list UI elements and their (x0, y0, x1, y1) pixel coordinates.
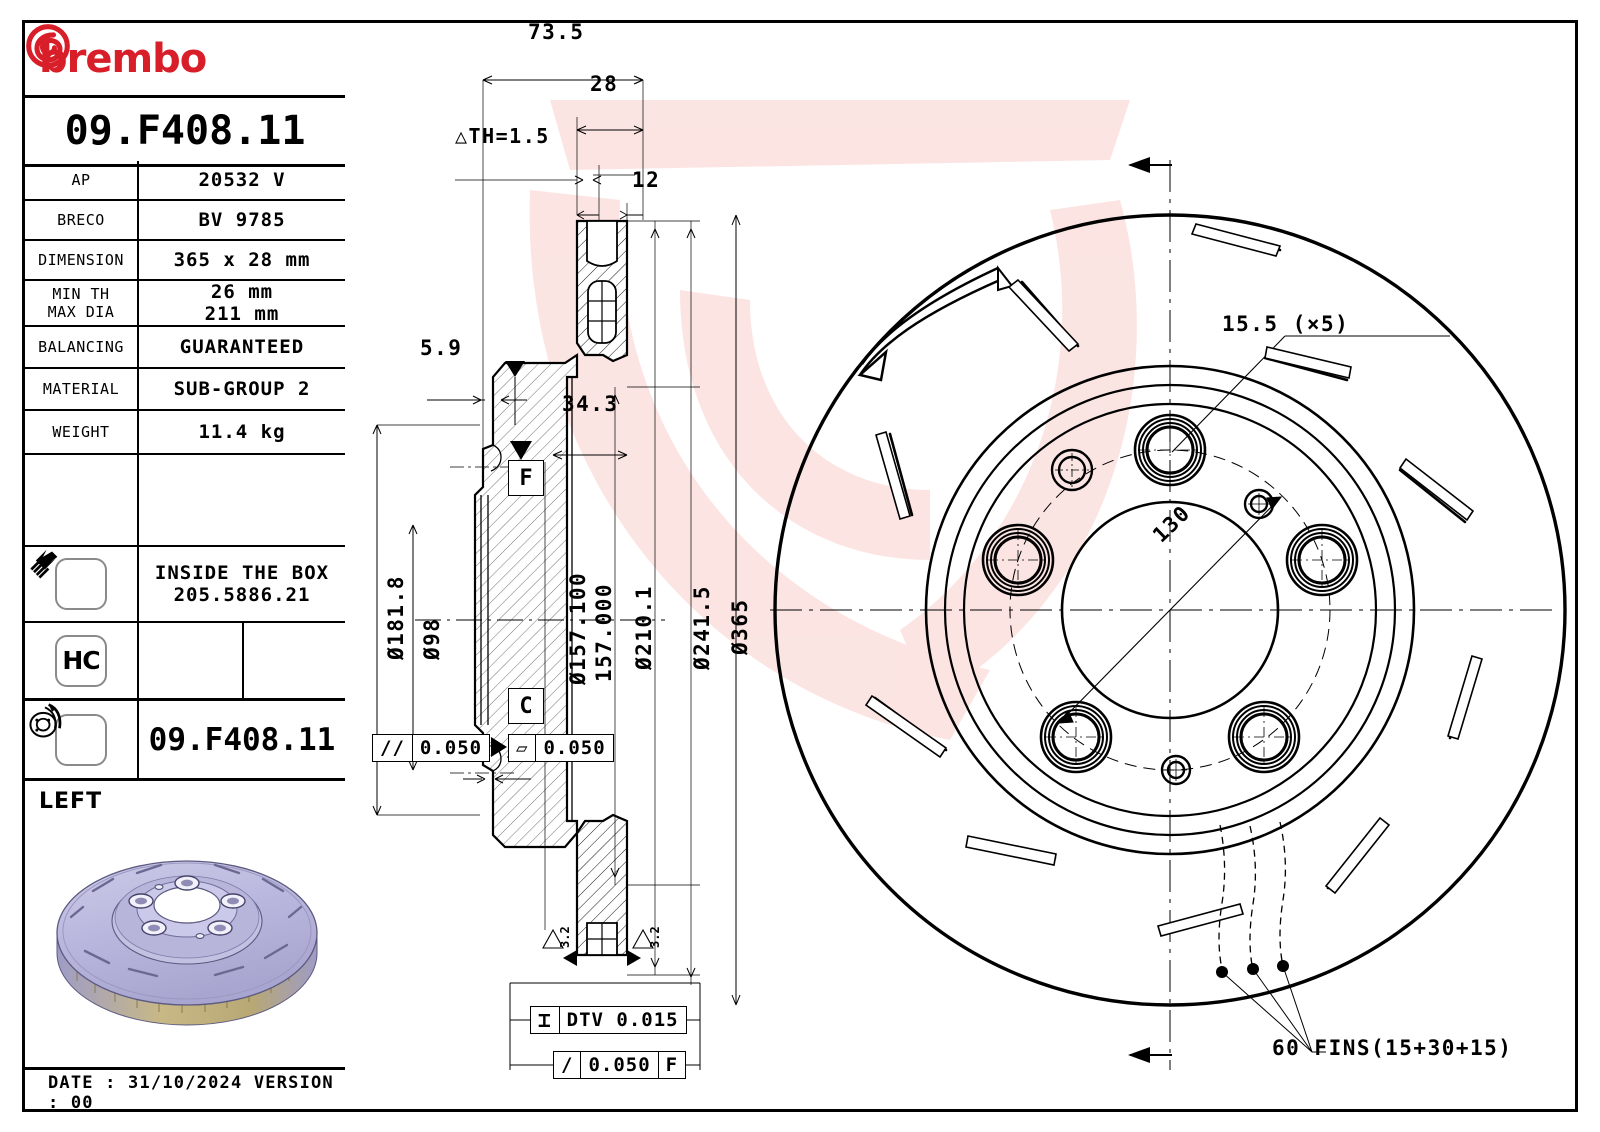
tol-symbol: / (561, 1054, 574, 1076)
spec-label: AP (71, 171, 91, 189)
disc-badge-code: 09.F408.11 (148, 721, 336, 758)
hc-icon: HC (55, 634, 107, 687)
datum-c: C (508, 688, 544, 724)
spec-row-ap: AP 20532 V (25, 161, 345, 201)
dim-dia-241-5: Ø241.5 (690, 585, 714, 670)
roughness-left: 3.2 (558, 926, 572, 948)
accessory-line-2: 205.5886.21 (173, 584, 311, 606)
pcd-dimension-line (1057, 496, 1283, 724)
roughness-right: 3.2 (648, 926, 662, 948)
spec-value: 11.4 kg (137, 411, 345, 453)
accessory-line-1: INSIDE THE BOX (154, 562, 330, 584)
dim-dia-157-upper: Ø157.100 (566, 571, 590, 685)
disc-slots-outline (864, 223, 1483, 937)
preview-caption: LEFT (39, 789, 103, 814)
screw-icon (30, 549, 107, 610)
spec-row-dimension: DIMENSION 365 x 28 mm (25, 241, 345, 281)
dim-dia-157-lower: 157.000 (592, 582, 616, 682)
spec-label: WEIGHT (52, 423, 110, 441)
spec-label (25, 455, 137, 545)
dim-thickness: 28 (590, 72, 619, 96)
dim-dia-181-8: Ø181.8 (384, 575, 408, 660)
tol-value: DTV 0.015 (558, 1007, 686, 1033)
spec-row-material: MATERIAL SUB-GROUP 2 (25, 369, 345, 411)
dim-hat-offset: 5.9 (420, 336, 463, 360)
dim-slot-width: 12 (632, 168, 661, 192)
tolerance-runout: / 0.050 F (553, 1051, 687, 1079)
datum-c-label: C (519, 693, 533, 719)
tol-symbol: // (380, 737, 405, 759)
dim-overall-width: 73.5 (528, 20, 585, 44)
spec-value: SUB-GROUP 2 (137, 369, 345, 409)
spec-value: GUARANTEED (137, 327, 345, 367)
spec-label: MATERIAL (42, 380, 120, 398)
brembo-circle-b-icon (26, 24, 70, 68)
spec-value: 365 x 28 mm (137, 241, 345, 279)
spec-value-2: 211 mm (204, 303, 280, 325)
hc-badge-text: HC (62, 646, 100, 675)
spec-label: DIMENSION (38, 251, 124, 269)
datum-f-label: F (519, 465, 533, 491)
spec-value: 26 mm (210, 281, 274, 303)
tol-symbol: ⌶ (538, 1008, 552, 1032)
fins-note: 60 FINS(15+30+15) (1272, 1036, 1513, 1060)
spec-value (137, 455, 345, 545)
dim-pad-band: 34.3 (562, 392, 619, 416)
tol-value: 0.050 (580, 1052, 657, 1078)
hat-ring-mid (943, 383, 1397, 837)
bolt-hole-note: 15.5 (×5) (1222, 312, 1350, 336)
hat-ring-inner (962, 402, 1378, 818)
dim-dia-98: Ø98 (420, 617, 444, 660)
dim-dia-210-1: Ø210.1 (632, 585, 656, 670)
spec-value: 20532 V (137, 161, 345, 199)
part-code-row: 09.F408.11 (25, 98, 345, 167)
dim-dia-365: Ø365 (728, 598, 752, 655)
spec-label-2: MAX DIA (47, 303, 115, 321)
hc-row: HC (25, 623, 345, 701)
brand-logo-row: brembo (25, 23, 345, 98)
rotation-direction-arrow (1128, 157, 1150, 173)
hat-center-bore (1060, 500, 1280, 720)
part-code: 09.F408.11 (64, 108, 306, 154)
accessory-row: INSIDE THE BOX 205.5886.21 (25, 547, 345, 623)
spec-row-breco: BRECO BV 9785 (25, 201, 345, 241)
spec-label: BRECO (57, 211, 105, 229)
rotation-curve-arrow (858, 278, 1001, 376)
tol-value: 0.050 (535, 735, 612, 761)
spec-row-weight: WEIGHT 11.4 kg (25, 411, 345, 455)
spec-row-blank (25, 455, 345, 547)
hat-ring-outer (924, 364, 1416, 856)
brake-disc-3d-render (56, 860, 318, 1026)
spec-table: brembo 09.F408.11 AP 20532 V BRECO BV 97… (25, 23, 345, 1113)
spec-label: BALANCING (38, 338, 124, 356)
tol-value: 0.050 (411, 735, 489, 761)
tol-symbol: ▱ (516, 737, 529, 759)
tol-datum: F (657, 1052, 685, 1078)
disc-outer-circle (773, 213, 1567, 1007)
datum-f: F (508, 460, 544, 496)
spec-row-balancing: BALANCING GUARANTEED (25, 327, 345, 369)
locating-pins-group (1050, 448, 1275, 786)
tolerance-parallelism: // 0.050 (372, 734, 491, 762)
tolerance-dtv: ⌶ DTV 0.015 (530, 1006, 687, 1034)
spec-label: MIN TH (52, 285, 110, 303)
dim-th-tolerance: △TH=1.5 (455, 124, 550, 148)
preview-panel: LEFT (25, 781, 345, 1070)
disc-badge-row: 09.F408.11 (25, 701, 345, 781)
bolt-holes-group (981, 413, 1359, 774)
tolerance-flatness: ▱ 0.050 (508, 734, 614, 762)
drawing-frame (22, 20, 1578, 1112)
front-view (731, 157, 1567, 1070)
footer-date: DATE : 31/10/2024 VERSION : 00 (48, 1073, 334, 1113)
brake-disc-icon (29, 703, 107, 766)
fins-indication (1218, 821, 1287, 971)
spec-row-minth-maxdia: MIN TH MAX DIA 26 mm 211 mm (25, 281, 345, 327)
spec-value: BV 9785 (137, 201, 345, 239)
